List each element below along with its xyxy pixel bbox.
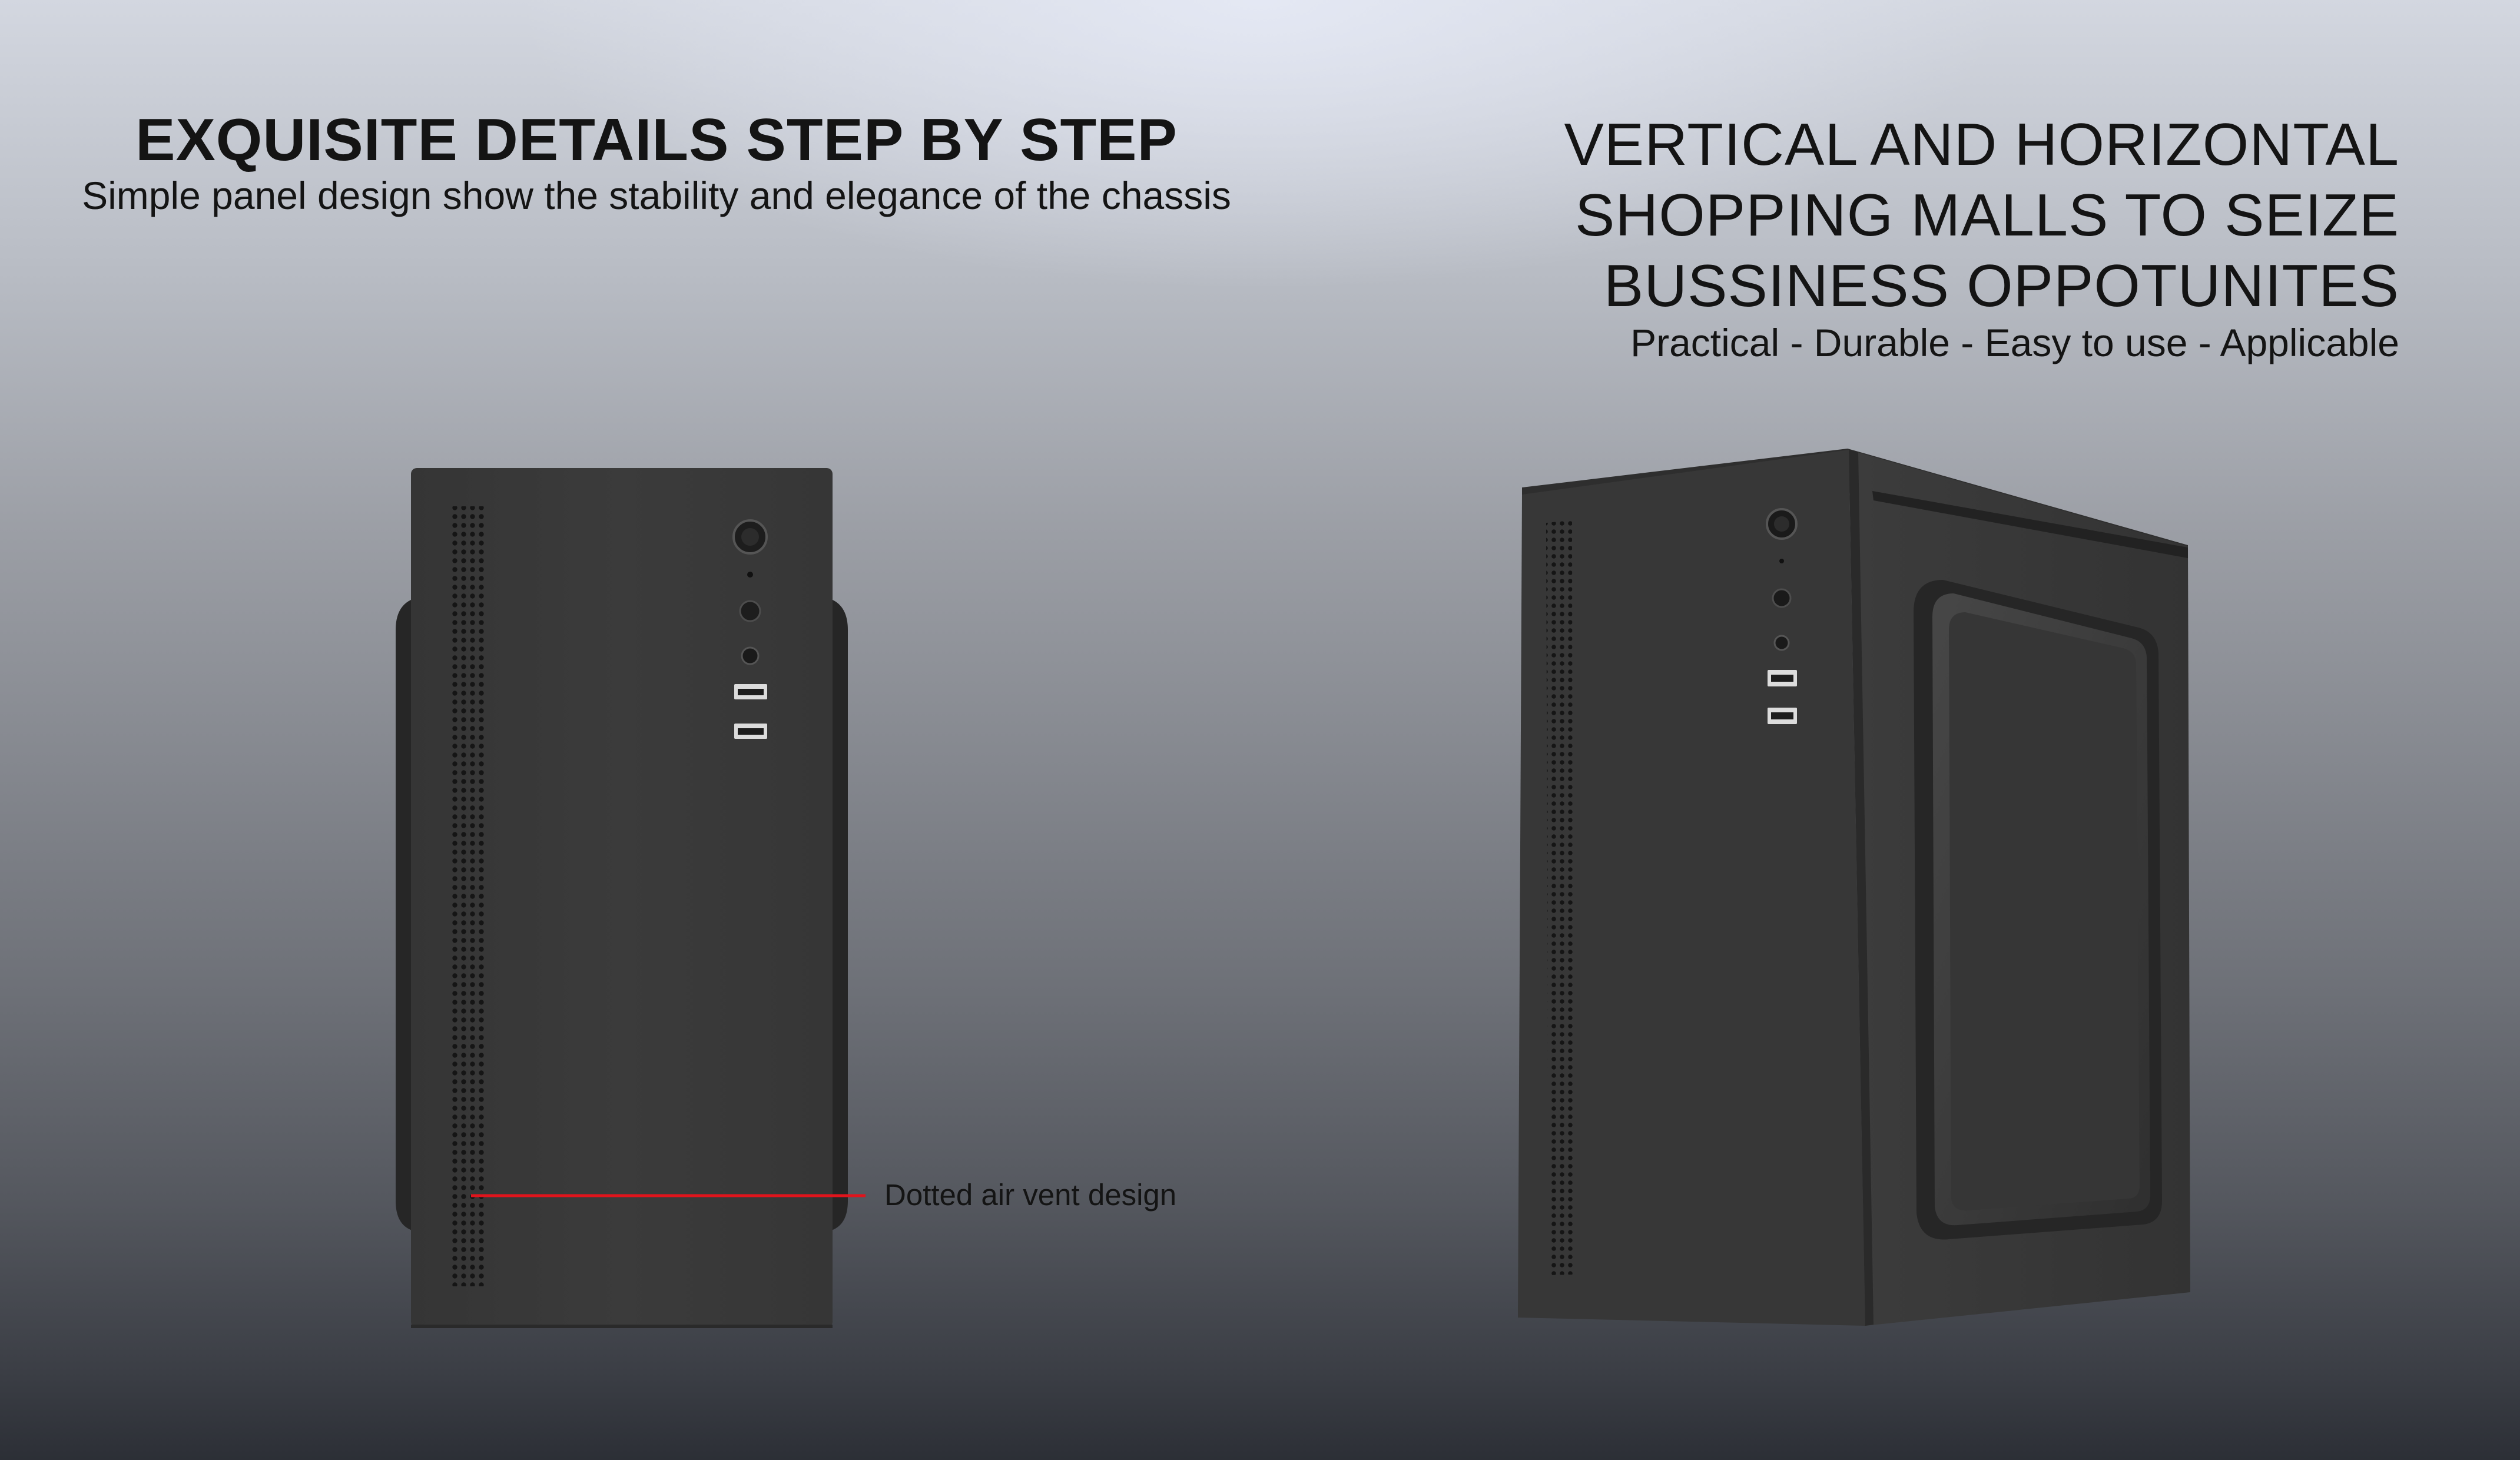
right-heading-line-2: SHOPPING MALLS TO SEIZE: [1574, 182, 2399, 248]
audio-jack-icon: [1773, 635, 1790, 651]
side-panel-embossed: [1914, 580, 2162, 1240]
left-subtitle: Simple panel design show the stability a…: [82, 174, 1231, 217]
air-vent-icon: [1546, 520, 1573, 1275]
chassis-front-view: [396, 468, 866, 1328]
air-vent-icon: [449, 506, 484, 1286]
perspective-io-panel: [1766, 508, 1798, 724]
power-led-icon: [747, 572, 753, 578]
chassis-perspective-view: [1518, 449, 2190, 1326]
vent-callout-label: Dotted air vent design: [884, 1178, 1177, 1212]
front-io-panel: [732, 519, 768, 739]
right-heading: VERTICAL AND HORIZONTAL SHOPPING MALLS T…: [1339, 110, 2399, 321]
left-heading: EXQUISITE DETAILS STEP BY STEP: [135, 107, 1178, 173]
right-heading-line-3: BUSSINESS OPPOTUNITES: [1603, 253, 2399, 319]
power-led-icon: [1779, 559, 1784, 563]
right-heading-line-1: VERTICAL AND HORIZONTAL: [1564, 112, 2399, 178]
audio-jack-icon: [741, 646, 760, 665]
right-subtitle: Practical - Durable - Easy to use - Appl…: [1630, 321, 2399, 364]
reset-button-icon: [739, 600, 761, 622]
reset-button-icon: [1772, 588, 1792, 608]
